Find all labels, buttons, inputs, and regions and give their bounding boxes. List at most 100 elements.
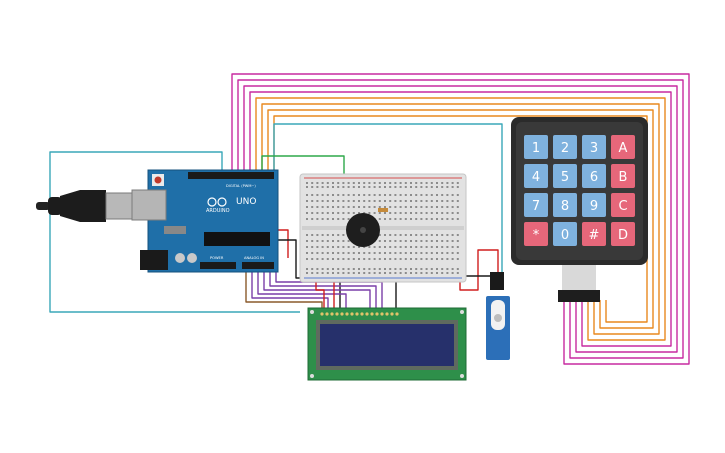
breadboard-hole xyxy=(430,186,433,188)
breadboard-hole xyxy=(316,218,319,220)
arduino-power-header[interactable] xyxy=(200,262,236,269)
breadboard-hole xyxy=(430,252,433,254)
lcd-pin[interactable] xyxy=(380,312,384,316)
lcd-display[interactable] xyxy=(307,307,467,381)
breadboard-hole xyxy=(420,272,423,274)
breadboard-hole xyxy=(384,182,386,184)
keypad-key[interactable] xyxy=(553,193,577,217)
breadboard-hole xyxy=(326,200,329,202)
breadboard-hole xyxy=(451,206,454,208)
breadboard-hole xyxy=(446,194,449,196)
breadboard-hole xyxy=(321,252,324,254)
lcd-pin[interactable] xyxy=(360,312,364,316)
breadboard-hole xyxy=(441,194,444,196)
keypad-wire-2[interactable] xyxy=(237,79,684,359)
lcd-wire-3[interactable] xyxy=(257,268,347,312)
breadboard-hole xyxy=(389,182,392,184)
breadboard-hole xyxy=(358,186,360,188)
keypad-key[interactable] xyxy=(553,164,577,188)
breadboard-hole xyxy=(321,200,324,202)
lcd-wire-2[interactable] xyxy=(251,268,329,312)
keypad-key[interactable] xyxy=(611,164,635,188)
lcd-pin[interactable] xyxy=(395,312,399,316)
keypad-key[interactable] xyxy=(524,222,548,246)
breadboard-hole xyxy=(342,186,345,188)
breadboard-hole xyxy=(446,258,449,260)
keypad-key[interactable] xyxy=(611,222,635,246)
breadboard-hole xyxy=(311,252,314,254)
breadboard-hole xyxy=(358,272,360,274)
breadboard-hole xyxy=(436,234,438,236)
breadboard-hole xyxy=(399,272,402,274)
breadboard-hole xyxy=(456,186,459,188)
lcd-pin[interactable] xyxy=(345,312,349,316)
breadboard-hole xyxy=(441,252,444,254)
keypad-key[interactable] xyxy=(524,193,548,217)
keypad-key[interactable] xyxy=(611,193,635,217)
resistor[interactable] xyxy=(378,208,388,212)
lcd-wire-1[interactable] xyxy=(245,268,323,312)
breadboard-hole xyxy=(441,186,444,188)
lcd-pin[interactable] xyxy=(335,312,339,316)
keypad-key[interactable] xyxy=(553,222,577,246)
keypad-key[interactable] xyxy=(582,135,606,159)
keypad-wire-3[interactable] xyxy=(243,85,678,353)
arduino-uno[interactable]: UNO ARDUINO DIGITAL (PWM~) POWER ANALOG … xyxy=(131,169,279,273)
keypad-key[interactable] xyxy=(582,164,606,188)
keypad-key[interactable] xyxy=(524,164,548,188)
breadboard-hole xyxy=(451,252,454,254)
breadboard-hole xyxy=(321,206,324,208)
breadboard-hole xyxy=(430,268,433,270)
lcd-pin[interactable] xyxy=(355,312,359,316)
breadboard-hole xyxy=(430,200,433,202)
breadboard-hole xyxy=(441,246,444,248)
teal-wire-usb[interactable] xyxy=(49,151,300,313)
keypad-key[interactable] xyxy=(524,135,548,159)
breadboard-hole xyxy=(446,252,449,254)
breadboard-hole xyxy=(404,268,407,270)
keypad-key[interactable] xyxy=(582,193,606,217)
breadboard-hole xyxy=(326,186,329,188)
lcd-pin[interactable] xyxy=(365,312,369,316)
keypad-key[interactable] xyxy=(553,135,577,159)
lcd-pin[interactable] xyxy=(385,312,389,316)
piezo-buzzer[interactable] xyxy=(346,213,380,247)
keypad-wire-4[interactable] xyxy=(249,91,672,347)
keypad-wire-5[interactable] xyxy=(255,97,666,341)
breadboard-hole xyxy=(420,186,423,188)
keypad-connector[interactable] xyxy=(558,290,600,302)
breadboard-hole xyxy=(352,182,355,184)
arduino-digital-header[interactable] xyxy=(188,172,274,179)
lcd-pin[interactable] xyxy=(350,312,354,316)
teal-wire-servo[interactable] xyxy=(273,123,503,290)
lcd-pin[interactable] xyxy=(330,312,334,316)
breadboard-hole xyxy=(410,234,412,236)
breadboard-hole xyxy=(384,272,386,274)
usb-cable[interactable] xyxy=(36,190,137,222)
breadboard-hole xyxy=(378,252,381,254)
servo-motor[interactable] xyxy=(486,272,510,360)
breadboard-hole xyxy=(399,194,402,196)
breadboard-hole xyxy=(358,194,360,196)
lcd-pin[interactable] xyxy=(320,312,324,316)
breadboard-hole xyxy=(456,182,459,184)
lcd-wire-5[interactable] xyxy=(269,268,377,312)
red-wire-rail[interactable] xyxy=(459,249,499,291)
breadboard[interactable] xyxy=(299,173,467,283)
keypad-key[interactable] xyxy=(611,135,635,159)
lcd-pin[interactable] xyxy=(340,312,344,316)
lcd-pin[interactable] xyxy=(370,312,374,316)
keypad-key[interactable] xyxy=(582,222,606,246)
lcd-pin[interactable] xyxy=(390,312,394,316)
keypad-wire-7[interactable] xyxy=(267,109,654,329)
breadboard-hole xyxy=(446,272,449,274)
breadboard-hole xyxy=(321,186,324,188)
arduino-analog-header[interactable] xyxy=(242,262,274,269)
keypad-wire-6[interactable] xyxy=(261,103,660,335)
keypad-key-label: 2 xyxy=(561,141,569,156)
keypad-wire-1[interactable] xyxy=(231,73,690,365)
lcd-pin[interactable] xyxy=(375,312,379,316)
lcd-pin[interactable] xyxy=(325,312,329,316)
breadboard-hole xyxy=(410,218,412,220)
